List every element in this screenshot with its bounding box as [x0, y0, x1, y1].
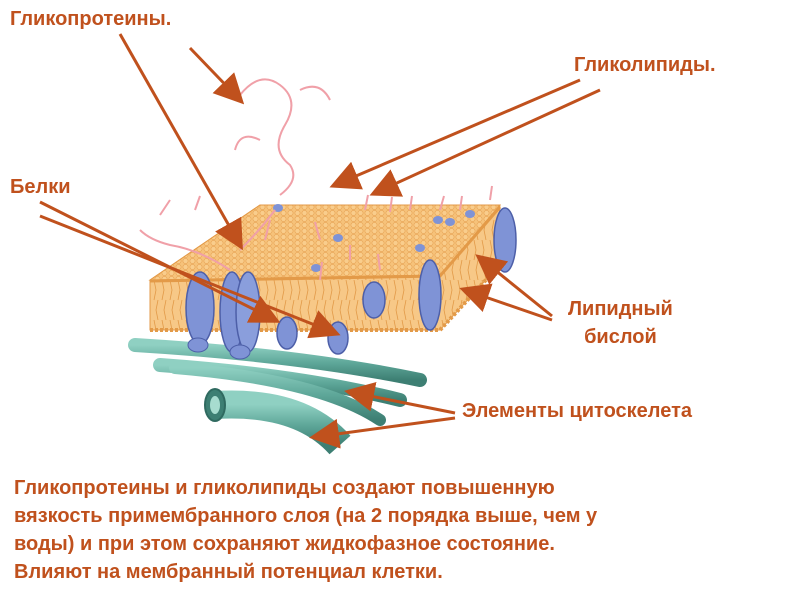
- caption-line3: воды) и при этом сохраняют жидкофазное с…: [14, 533, 555, 555]
- caption-line2: вязкость примембранного слоя (на 2 поряд…: [14, 505, 598, 527]
- lipid-bilayer-label-line2: бислой: [584, 326, 657, 348]
- caption-line1: Гликопротеины и гликолипиды создают повы…: [14, 477, 555, 499]
- lipid-bilayer-label-line1: Липидный: [568, 298, 673, 320]
- glycoproteins-label: Гликопротеины.: [10, 8, 172, 30]
- caption-text: Гликопротеины и гликолипиды создают повы…: [14, 474, 794, 586]
- carbohydrate-chain-icon: [139, 78, 493, 281]
- caption-line4: Влияют на мембранный потенциал клетки.: [14, 561, 443, 583]
- arrow-icon: [39, 33, 601, 449]
- cytoskeleton-label: Элементы цитоскелета: [462, 400, 693, 422]
- proteins-label: Белки: [10, 176, 71, 198]
- lipid-bilayer-label: Липидный бислой: [568, 295, 673, 351]
- glycolipids-label: Гликолипиды.: [574, 54, 716, 76]
